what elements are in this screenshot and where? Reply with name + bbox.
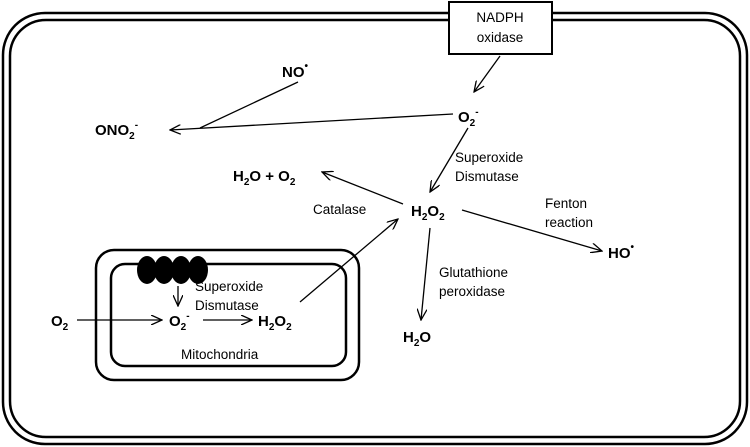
nadph-oxidase-label-line2: oxidase <box>477 30 524 45</box>
water-plus-oxygen-label: H2O + O2 <box>233 168 296 188</box>
arrow-gpx-to-water <box>421 227 431 320</box>
arrow-mito-h2o2-to-cyto-h2o2 <box>299 219 398 303</box>
superoxide-cytosolic-label: O2- <box>458 107 479 129</box>
mitochondria-label: Mitochondria <box>181 347 259 362</box>
etc-complex <box>137 256 157 284</box>
etc-complex <box>154 256 174 284</box>
fenton-reaction-label-line1: Fenton <box>545 196 587 211</box>
glutathione-peroxidase-label-line1: Glutathione <box>439 265 508 280</box>
etc-complex <box>188 256 208 284</box>
sod-mitochondrial-label-line2: Dismutase <box>195 298 259 313</box>
mitochondria-outer-membrane <box>94 248 361 382</box>
cell-membrane-outer <box>1 11 749 446</box>
peroxynitrite-label: ONO2- <box>95 120 138 142</box>
arrow-superoxide-to-h2o2 <box>430 127 469 192</box>
oxygen-label: O2 <box>51 313 69 333</box>
water-label: H2O <box>403 329 431 349</box>
electron-transport-chain-complexes <box>137 256 208 284</box>
fenton-reaction-label-line2: reaction <box>545 215 593 230</box>
sod-cytosolic-label-line1: Superoxide <box>455 150 523 165</box>
cell-membrane-inner <box>8 18 742 439</box>
hydroxyl-radical-label: HO• <box>608 242 635 262</box>
catalase-label: Catalase <box>313 202 366 217</box>
arrow-fenton-to-hydroxyl <box>461 209 602 251</box>
h2o2-mitochondrial-label: H2O2 <box>258 313 292 333</box>
line-no-to-junction <box>199 81 299 129</box>
nadph-oxidase-label-line1: NADPH <box>476 10 523 25</box>
nadph-oxidase-box <box>448 1 553 55</box>
sod-cytosolic-label-line2: Dismutase <box>455 169 519 184</box>
arrow-nadph-to-superoxide <box>474 55 501 92</box>
glutathione-peroxidase-label-line2: peroxidase <box>439 284 505 299</box>
nitric-oxide-label: NO• <box>282 61 309 81</box>
arrow-superoxide-to-peroxynitrite <box>170 113 454 130</box>
sod-mitochondrial-label-line1: Superoxide <box>195 279 263 294</box>
mitochondria-inner-membrane <box>109 262 348 368</box>
arrow-catalase-to-water-oxygen <box>322 172 404 205</box>
h2o2-cytosolic-label: H2O2 <box>411 203 445 223</box>
etc-complex <box>171 256 191 284</box>
superoxide-mitochondrial-label: O2- <box>169 311 190 333</box>
